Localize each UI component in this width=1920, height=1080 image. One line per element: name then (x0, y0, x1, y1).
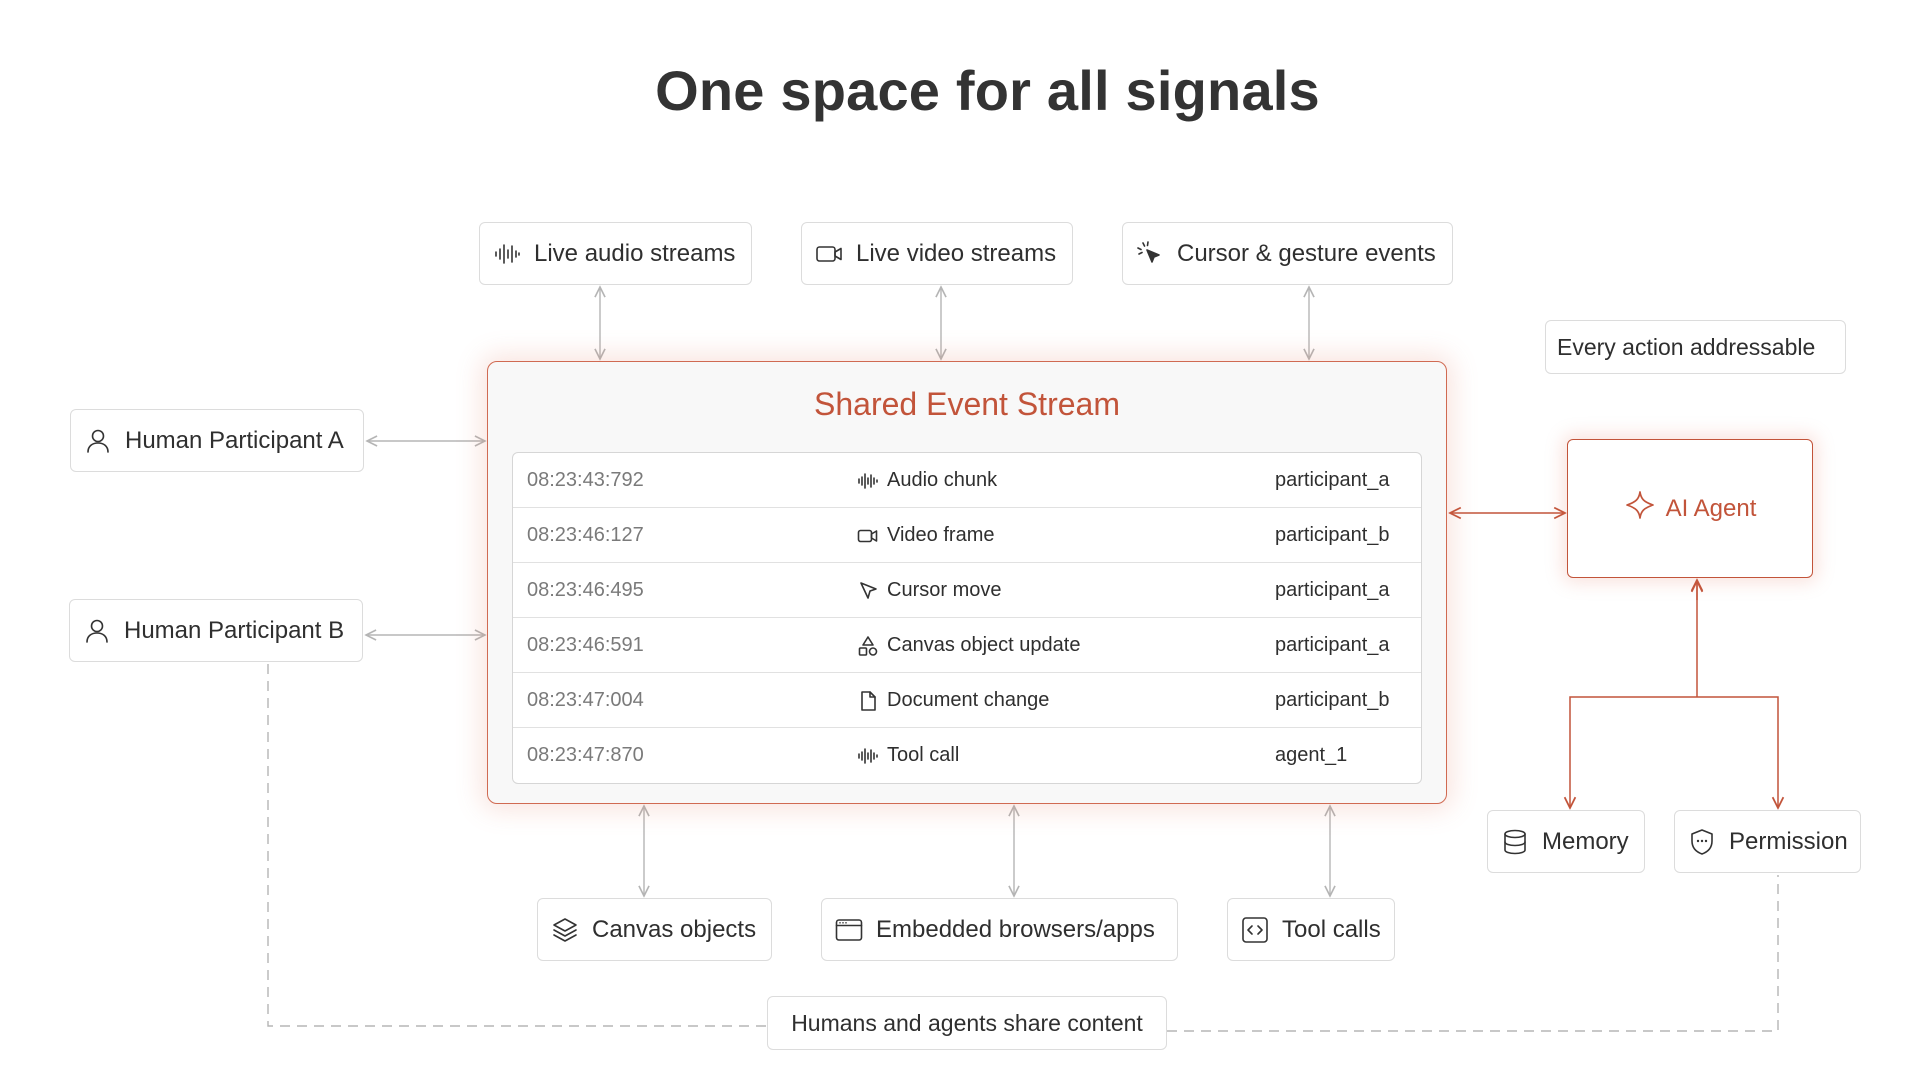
table-row: 08:23:46:127 Video frame participant_b (513, 508, 1421, 563)
live-video-streams-node: Live video streams (801, 222, 1073, 285)
document-icon (857, 690, 879, 712)
node-label: Permission (1729, 827, 1848, 855)
canvas-objects-node: Canvas objects (537, 898, 772, 961)
agent-label: AI Agent (1665, 494, 1757, 522)
link-agent-permission (1697, 696, 1778, 808)
event-timestamp: 08:23:46:591 (527, 634, 644, 656)
event-timestamp: 08:23:47:870 (527, 744, 644, 766)
memory-node: Memory (1487, 810, 1645, 873)
node-label: Cursor & gesture events (1177, 239, 1436, 267)
node-label: Memory (1542, 827, 1629, 855)
sparkle-icon (1624, 489, 1656, 528)
ai-agent-node: AI Agent (1567, 439, 1813, 578)
cursor-icon (857, 580, 879, 602)
code-icon (1240, 915, 1270, 945)
humans-agents-share-note: Humans and agents share content (767, 996, 1167, 1050)
tool-calls-node: Tool calls (1227, 898, 1395, 961)
node-label: Live video streams (856, 239, 1057, 267)
cursor-click-icon (1135, 239, 1165, 269)
human-participant-b-node: Human Participant B (69, 599, 363, 662)
audio-wave-icon (492, 239, 522, 269)
event-timestamp: 08:23:46:495 (527, 579, 644, 601)
event-actor: participant_a (1275, 469, 1390, 491)
event-actor: participant_b (1275, 689, 1390, 711)
node-label: Tool calls (1282, 915, 1381, 943)
event-table: 08:23:43:792 Audio chunk participant_a 0… (512, 452, 1422, 784)
table-row: 08:23:46:495 Cursor move participant_a (513, 563, 1421, 618)
video-camera-icon (857, 525, 879, 547)
node-label: Live audio streams (534, 239, 736, 267)
audio-wave-icon (857, 470, 879, 492)
node-label: Human Participant A (125, 426, 344, 454)
note-label: Humans and agents share content (791, 1009, 1143, 1036)
node-label: Human Participant B (124, 616, 345, 644)
embedded-browsers-apps-node: Embedded browsers/apps (821, 898, 1178, 961)
layers-icon (550, 915, 580, 945)
link-agent-memory (1570, 696, 1697, 808)
audio-wave-icon (857, 745, 879, 767)
event-name: Audio chunk (887, 469, 998, 491)
event-actor: participant_a (1275, 634, 1390, 656)
table-row: 08:23:47:004 Document change participant… (513, 673, 1421, 728)
video-camera-icon (814, 239, 844, 269)
event-timestamp: 08:23:47:004 (527, 689, 644, 711)
user-icon (83, 426, 113, 456)
event-name: Video frame (887, 524, 995, 546)
shield-icon (1687, 827, 1717, 857)
event-actor: participant_b (1275, 524, 1390, 546)
event-actor: participant_a (1275, 579, 1390, 601)
every-action-addressable-note: Every action addressable (1545, 320, 1846, 374)
table-row: 08:23:46:591 Canvas object update partic… (513, 618, 1421, 673)
user-icon (82, 616, 112, 646)
page-title: One space for all signals (655, 59, 1320, 122)
table-row: 08:23:43:792 Audio chunk participant_a (513, 453, 1421, 508)
event-name: Cursor move (887, 579, 1002, 601)
permission-node: Permission (1674, 810, 1861, 873)
live-audio-streams-node: Live audio streams (479, 222, 752, 285)
note-label: Every action addressable (1557, 333, 1816, 360)
stream-title: Shared Event Stream (814, 386, 1120, 422)
event-actor: agent_1 (1275, 744, 1348, 766)
node-label: Canvas objects (592, 915, 757, 943)
event-timestamp: 08:23:46:127 (527, 524, 644, 546)
shapes-icon (857, 635, 879, 657)
table-row: 08:23:47:870 Tool call agent_1 (513, 728, 1421, 783)
event-name: Canvas object update (887, 634, 1081, 656)
event-timestamp: 08:23:43:792 (527, 469, 644, 491)
event-name: Document change (887, 689, 1050, 711)
shared-event-stream-panel: Shared Event Stream 08:23:43:792 Audio c… (487, 361, 1447, 804)
node-label: Embedded browsers/apps (876, 915, 1155, 943)
cursor-gesture-events-node: Cursor & gesture events (1122, 222, 1453, 285)
event-name: Tool call (887, 744, 960, 766)
human-participant-a-node: Human Participant A (70, 409, 364, 472)
browser-window-icon (834, 915, 864, 945)
database-icon (1500, 827, 1530, 857)
